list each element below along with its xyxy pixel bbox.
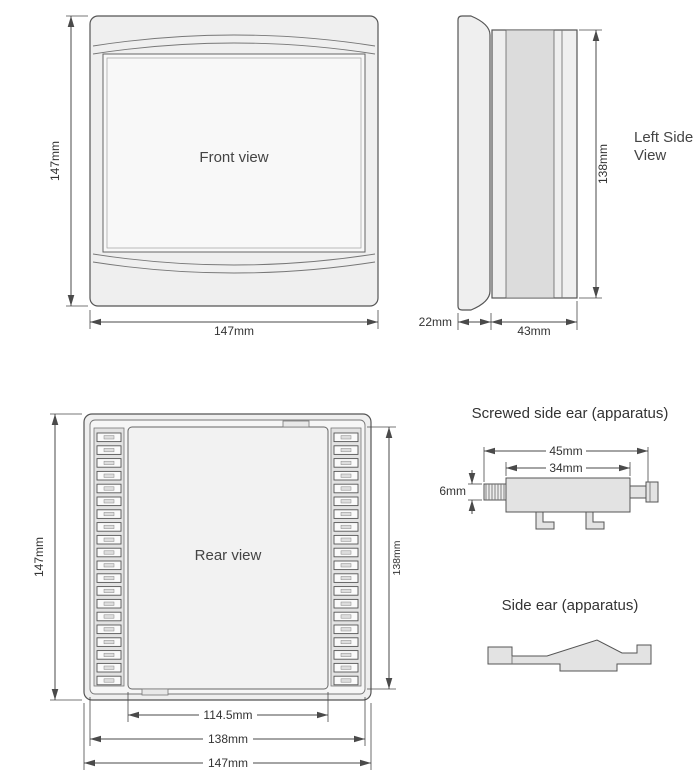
front-bottom-curve-upper bbox=[92, 253, 376, 266]
terminal-slot-detail bbox=[103, 499, 115, 504]
ear-hook-left bbox=[535, 511, 555, 530]
terminal-slot-detail bbox=[103, 678, 115, 683]
terminal-slot-detail bbox=[103, 601, 115, 606]
ear-thread-hatching bbox=[485, 484, 505, 500]
terminal-slot-detail bbox=[340, 678, 352, 683]
side-view-label-line1: Left Side bbox=[634, 129, 693, 146]
side-height-dim-label: 138mm bbox=[596, 144, 610, 184]
rear-terminal-column-left bbox=[96, 432, 122, 686]
front-screen bbox=[102, 53, 366, 253]
terminal-slot-detail bbox=[103, 460, 115, 465]
terminal-slot-detail bbox=[340, 563, 352, 568]
side-ear-title: Side ear (apparatus) bbox=[502, 597, 639, 614]
terminal-slot-detail bbox=[340, 550, 352, 555]
terminal-slot-detail bbox=[340, 588, 352, 593]
terminal-slot-detail bbox=[340, 435, 352, 440]
front-height-dim-label: 147mm bbox=[48, 141, 62, 181]
side-bezel-dim-label: 22mm bbox=[419, 315, 452, 329]
terminal-slot-detail bbox=[103, 627, 115, 632]
ear-screw-head bbox=[645, 481, 659, 503]
terminal-slot-detail bbox=[103, 550, 115, 555]
terminal-slot-detail bbox=[340, 627, 352, 632]
ear-body bbox=[505, 477, 631, 513]
side-bezel bbox=[457, 15, 491, 311]
terminal-slot-detail bbox=[103, 640, 115, 645]
terminal-slot-detail bbox=[340, 576, 352, 581]
rear-outer-width-dim-label: 147mm bbox=[208, 756, 248, 770]
terminal-slot-detail bbox=[103, 512, 115, 517]
rear-bottom-tab bbox=[141, 688, 169, 696]
terminal-slot-detail bbox=[103, 448, 115, 453]
terminal-slot-detail bbox=[103, 486, 115, 491]
terminal-slot-detail bbox=[340, 499, 352, 504]
terminal-slot-detail bbox=[103, 652, 115, 657]
terminal-slot-detail bbox=[340, 652, 352, 657]
rear-inner-width-dim-label: 138mm bbox=[208, 732, 248, 746]
rear-terminal-span-dim-label: 114.5mm bbox=[203, 708, 252, 722]
front-top-curve-lower bbox=[92, 42, 376, 55]
screwed-side-ear-title: Screwed side ear (apparatus) bbox=[472, 405, 669, 422]
ear-stud-dim-label: 6mm bbox=[439, 484, 466, 498]
terminal-slot-detail bbox=[340, 640, 352, 645]
terminal-slot-detail bbox=[340, 665, 352, 670]
side-ear: Side ear (apparatus) bbox=[487, 597, 652, 672]
terminal-slot-detail bbox=[103, 524, 115, 529]
front-width-dim-label: 147mm bbox=[214, 324, 254, 338]
terminal-slot-detail bbox=[103, 614, 115, 619]
ear-hook-right bbox=[585, 511, 605, 530]
terminal-slot-detail bbox=[340, 512, 352, 517]
front-screen-inner-border bbox=[106, 57, 362, 249]
terminal-slot-detail bbox=[103, 473, 115, 478]
rear-top-tab bbox=[282, 420, 310, 428]
terminal-slot-detail bbox=[103, 537, 115, 542]
terminal-slot-detail bbox=[103, 576, 115, 581]
terminal-slot-detail bbox=[340, 448, 352, 453]
terminal-slot-detail bbox=[103, 563, 115, 568]
front-view-label: Front view bbox=[199, 149, 268, 166]
terminal-slot-detail bbox=[340, 486, 352, 491]
rear-terminal-column-right bbox=[333, 432, 359, 686]
terminal-slot-detail bbox=[340, 601, 352, 606]
side-view-label-line2: View bbox=[634, 147, 666, 164]
rear-center-panel bbox=[127, 426, 329, 690]
side-body-dim-label: 43mm bbox=[517, 324, 550, 338]
terminal-slot-detail bbox=[103, 665, 115, 670]
terminal-slot-detail bbox=[103, 588, 115, 593]
side-body-mid-section bbox=[505, 29, 555, 299]
ear-outer-dim-label: 45mm bbox=[549, 444, 582, 458]
terminal-slot-detail bbox=[340, 537, 352, 542]
terminal-slot-detail bbox=[340, 460, 352, 465]
ear-right-stud bbox=[629, 485, 647, 499]
rear-inner-height-dim-label: 138mm bbox=[391, 540, 403, 575]
rear-view: Rear view 147mm 138mm 114.5mm 138mm 147m… bbox=[32, 413, 403, 770]
front-view: 147mm Front view 147mm bbox=[48, 15, 379, 338]
rear-view-label: Rear view bbox=[195, 547, 262, 564]
terminal-slot-detail bbox=[340, 473, 352, 478]
terminal-slot-detail bbox=[340, 524, 352, 529]
front-bottom-curve-lower bbox=[92, 261, 376, 274]
terminal-slot-detail bbox=[340, 614, 352, 619]
left-side-view: 138mm Left Side View 22mm 43mm bbox=[419, 15, 693, 338]
rear-outer-height-dim-label: 147mm bbox=[32, 537, 46, 577]
screwed-side-ear: Screwed side ear (apparatus) 45mm 34mm bbox=[439, 405, 669, 530]
ear-body-dim-label: 34mm bbox=[549, 461, 582, 475]
side-ear-profile bbox=[487, 639, 652, 672]
terminal-slot-detail bbox=[103, 435, 115, 440]
front-top-curve-upper bbox=[92, 34, 376, 47]
